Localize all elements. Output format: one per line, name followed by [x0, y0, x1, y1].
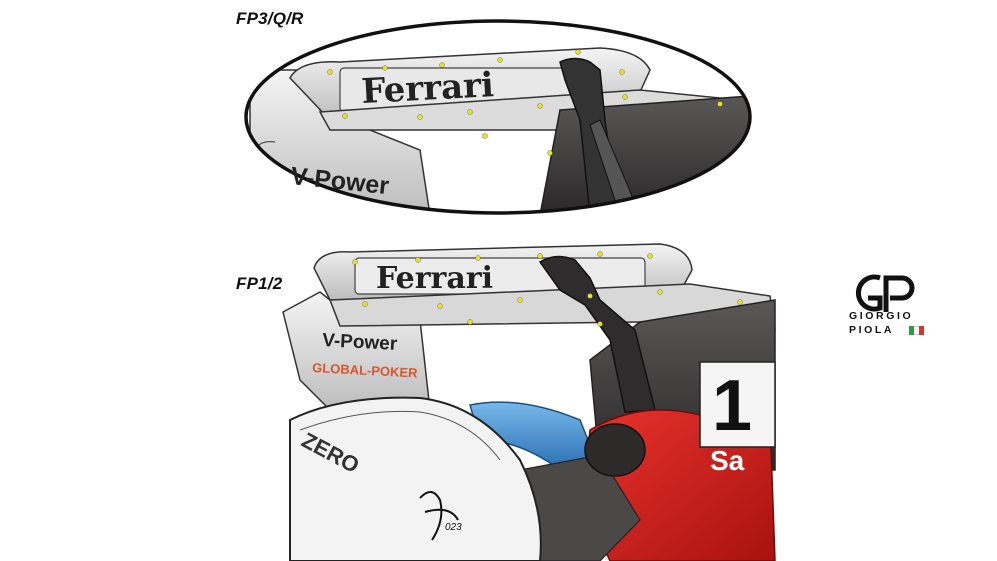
logo-line-piola: PIOLA: [849, 324, 895, 336]
italian-flag-icon: [909, 326, 924, 335]
giorgio-piola-logo-icon: [856, 274, 915, 312]
variant-label-fp1-2: FP1/2: [236, 274, 283, 293]
bodywork-sponsor-text: Sa: [710, 445, 745, 476]
top-ferrari-text: Ferrari: [360, 65, 495, 112]
bottom-ferrari-text: Ferrari: [376, 261, 493, 296]
logo-line-giorgio: GIORGIO: [849, 310, 914, 322]
artist-signature: [419, 491, 459, 541]
car-number-text: 1: [712, 366, 752, 446]
signature-year-text: 023: [445, 522, 462, 533]
variant-label-fp3-q-r: FP3/Q/R: [236, 9, 304, 28]
bottom-globalpoker-text: GLOBAL-POKER: [312, 360, 419, 381]
bottom-vpower-text: V-Power: [322, 330, 399, 355]
bottom-car-rear: [282, 243, 776, 561]
top-detail-oval: [244, 19, 752, 215]
